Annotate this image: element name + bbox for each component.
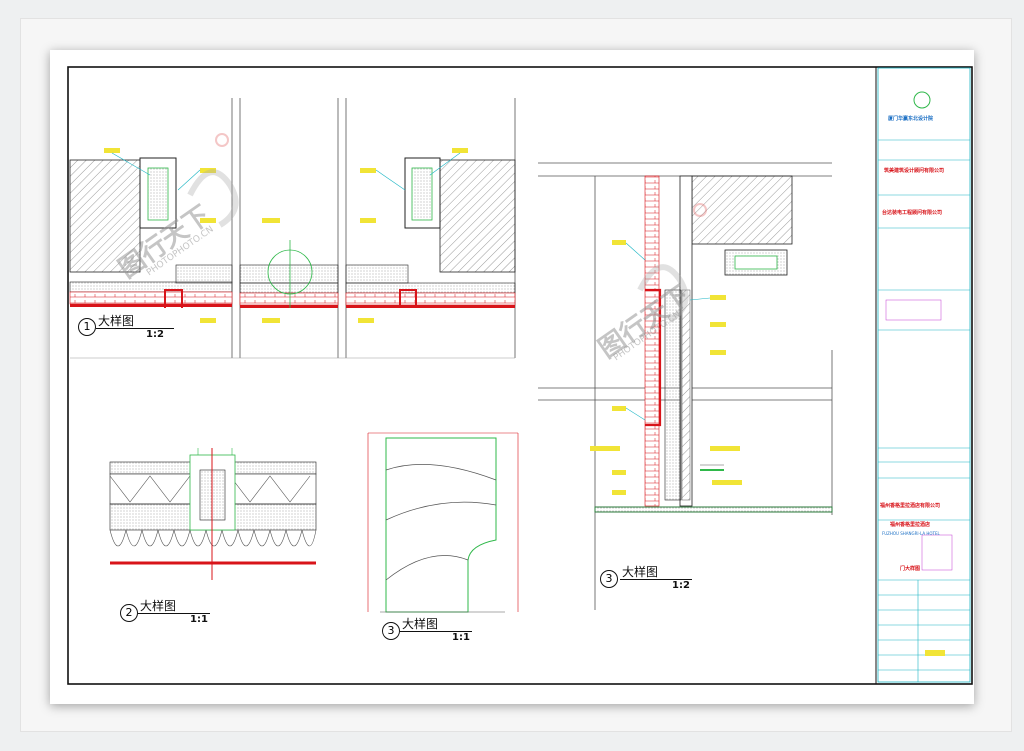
detail-3-scale: 1:1 — [452, 632, 470, 643]
watermark-logo — [187, 133, 707, 323]
tb-drawing-name: 门大样图 — [900, 566, 921, 572]
detail-1-number: 1 — [78, 318, 96, 336]
detail-2-title: 大样图 — [140, 599, 177, 613]
detail-3b-title: 大样图 — [622, 565, 659, 579]
detail-3b-number: 3 — [600, 570, 618, 588]
detail-2-underline — [138, 613, 210, 614]
detail-3-small-group — [367, 432, 519, 613]
tb-company-3: 台达装电工程顾问有限公司 — [882, 210, 943, 216]
detail-3b-scale: 1:2 — [672, 580, 690, 591]
tb-project-en: FUZHOU SHANGRI-LA HOTEL — [882, 531, 940, 536]
tb-company-1: 厦门华赢东北设计院 — [888, 116, 934, 122]
detail-1-title: 大样图 — [98, 314, 135, 328]
detail-2-group — [109, 448, 317, 580]
detail-3-underline — [400, 631, 472, 632]
detail-1-group — [69, 98, 516, 359]
tb-company-2: 筑美建筑设计顾问有限公司 — [884, 168, 945, 174]
detail-1-scale: 1:2 — [146, 329, 164, 340]
tb-project: 福州香格里拉酒店 — [890, 522, 931, 528]
drawing-frame — [67, 66, 973, 685]
detail-2-number: 2 — [120, 604, 138, 622]
detail-1-underline — [96, 328, 174, 329]
detail-3-number: 3 — [382, 622, 400, 640]
detail-3-title: 大样图 — [402, 617, 439, 631]
detail-2-scale: 1:1 — [190, 614, 208, 625]
detail-3b-underline — [620, 579, 692, 580]
title-block — [877, 67, 971, 683]
detail-3-large-group — [538, 162, 833, 610]
tb-client: 福州香格里拉酒店有限公司 — [880, 503, 941, 509]
drawing-sheet — [50, 50, 974, 704]
